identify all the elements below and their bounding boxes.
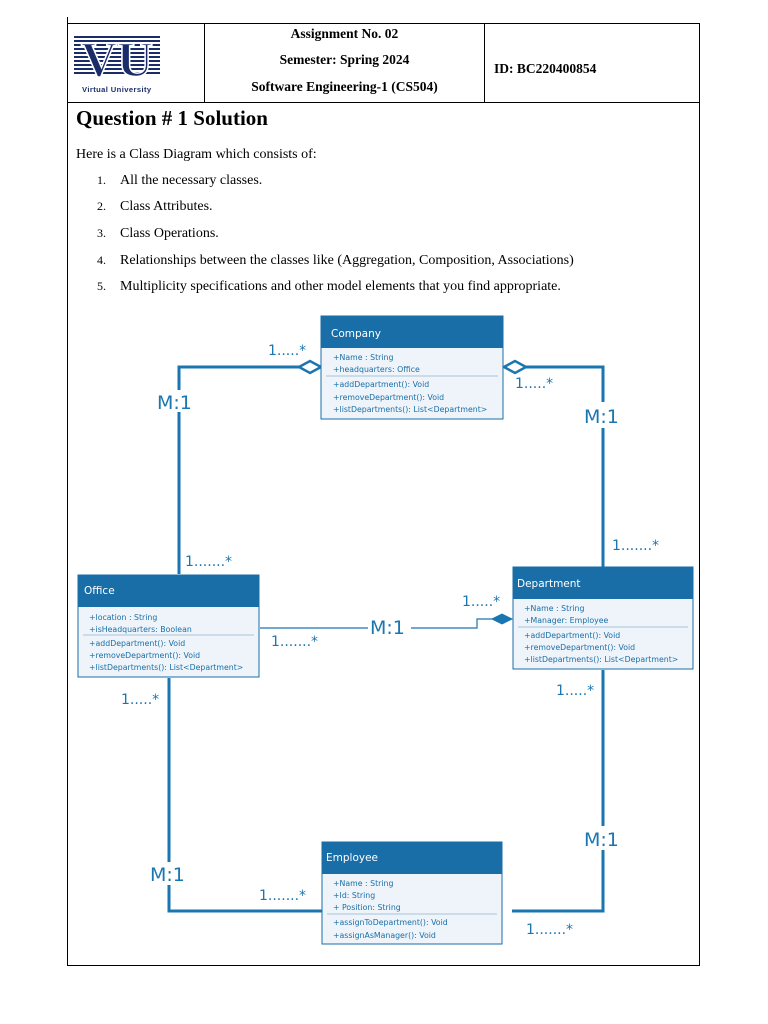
class-operation: +listDepartments(): List<Department> xyxy=(524,655,678,664)
multiplicity-label: 1.....* xyxy=(556,683,594,699)
relationship-label: M:1 xyxy=(584,406,619,428)
relationship-label: M:1 xyxy=(150,864,185,886)
class-operation: +removeDepartment(): Void xyxy=(333,393,444,402)
intro-text: Here is a Class Diagram which consists o… xyxy=(76,147,317,162)
course-info-cell: Assignment No. 02 Semester: Spring 2024 … xyxy=(205,23,485,103)
list-number: 3. xyxy=(97,226,106,240)
company-office-line-top xyxy=(177,365,299,390)
list-item: 1. All the necessary classes. xyxy=(97,173,262,189)
list-text: Relationships between the classes like (… xyxy=(120,253,574,268)
class-office[interactable]: Office +location : String +isHeadquarter… xyxy=(77,574,260,678)
class-operation: +removeDepartment(): Void xyxy=(89,651,200,660)
class-attribute: +location : String xyxy=(89,613,157,622)
list-number: 5. xyxy=(97,279,106,293)
multiplicity-label: 1.....* xyxy=(121,692,159,708)
multiplicity-label: 1.......* xyxy=(526,922,573,938)
class-attribute: +Manager: Employee xyxy=(524,616,608,625)
corner-tick xyxy=(67,17,68,24)
class-operation: +addDepartment(): Void xyxy=(524,631,620,640)
student-id-cell: ID: BC220400854 xyxy=(485,23,700,103)
class-operation: +listDepartments(): List<Department> xyxy=(333,405,487,414)
vu-logo: VU Virtual University xyxy=(74,30,160,94)
class-operation: +assignToDepartment(): Void xyxy=(333,918,448,927)
document-header: VU Virtual University Assignment No. 02 … xyxy=(67,23,700,103)
multiplicity-label: 1.......* xyxy=(271,634,318,650)
logo-text: VU xyxy=(81,31,153,82)
composition-diamond-icon xyxy=(490,613,514,625)
class-employee[interactable]: Employee +Name : String +Id: String + Po… xyxy=(321,841,503,945)
class-attribute: +Name : String xyxy=(333,353,393,362)
semester: Semester: Spring 2024 xyxy=(279,52,410,67)
relationship-label: M:1 xyxy=(157,392,192,414)
class-attribute: +Name : String xyxy=(524,604,584,613)
class-attribute: + Position: String xyxy=(333,903,401,912)
class-attribute: +Name : String xyxy=(333,879,393,888)
list-item: 2. Class Attributes. xyxy=(97,199,213,215)
class-attribute: +isHeadquarters: Boolean xyxy=(89,625,192,634)
class-operation: +removeDepartment(): Void xyxy=(524,643,635,652)
logo-subtitle: Virtual University xyxy=(82,85,152,94)
multiplicity-label: 1.......* xyxy=(259,888,306,904)
office-employee-line-bottom xyxy=(167,885,322,913)
list-number: 4. xyxy=(97,253,106,267)
class-operation: +addDepartment(): Void xyxy=(89,639,185,648)
company-department-line-top xyxy=(526,365,605,402)
multiplicity-label: 1.......* xyxy=(612,538,659,554)
class-operation: +assignAsManager(): Void xyxy=(333,931,436,940)
list-number: 1. xyxy=(97,173,106,187)
question-title: Question # 1 Solution xyxy=(76,106,268,130)
list-item: 5. Multiplicity specifications and other … xyxy=(97,279,561,295)
aggregation-diamond-icon xyxy=(296,359,324,375)
relationship-label: M:1 xyxy=(370,617,405,639)
class-name: Department xyxy=(517,578,581,590)
vu-logo-mark: VU xyxy=(74,30,160,88)
class-attribute: +headquarters: Office xyxy=(333,365,420,374)
multiplicity-label: 1.....* xyxy=(515,376,553,392)
logo-cell: VU Virtual University xyxy=(67,23,205,103)
list-text: All the necessary classes. xyxy=(120,173,263,188)
department-employee-line-bottom xyxy=(512,850,605,913)
assignment-number: Assignment No. 02 xyxy=(290,26,399,41)
list-item: 4. Relationships between the classes like… xyxy=(97,253,574,269)
class-operation: +listDepartments(): List<Department> xyxy=(89,663,243,672)
aggregation-diamond-icon xyxy=(501,359,529,375)
office-department-line-right xyxy=(411,618,492,629)
list-text: Multiplicity specifications and other mo… xyxy=(120,279,561,294)
list-number: 2. xyxy=(97,199,106,213)
list-text: Class Attributes. xyxy=(120,199,213,214)
class-department[interactable]: Department +Name : String +Manager: Empl… xyxy=(512,566,694,670)
relationship-label: M:1 xyxy=(584,829,619,851)
class-name: Company xyxy=(331,328,381,340)
multiplicity-label: 1.......* xyxy=(185,554,232,570)
class-attribute: +Id: String xyxy=(333,891,375,900)
class-company[interactable]: Company +Name : String +headquarters: Of… xyxy=(320,315,504,420)
class-name: Office xyxy=(84,585,115,597)
student-id: ID: BC220400854 xyxy=(494,61,597,76)
list-text: Class Operations. xyxy=(120,226,219,241)
multiplicity-label: 1.....* xyxy=(268,343,306,359)
class-name: Employee xyxy=(326,852,378,864)
course-name: Software Engineering-1 (CS504) xyxy=(251,79,438,94)
multiplicity-label: 1.....* xyxy=(462,594,500,610)
class-operation: +addDepartment(): Void xyxy=(333,380,429,389)
list-item: 3. Class Operations. xyxy=(97,226,219,242)
page-frame xyxy=(67,23,700,966)
